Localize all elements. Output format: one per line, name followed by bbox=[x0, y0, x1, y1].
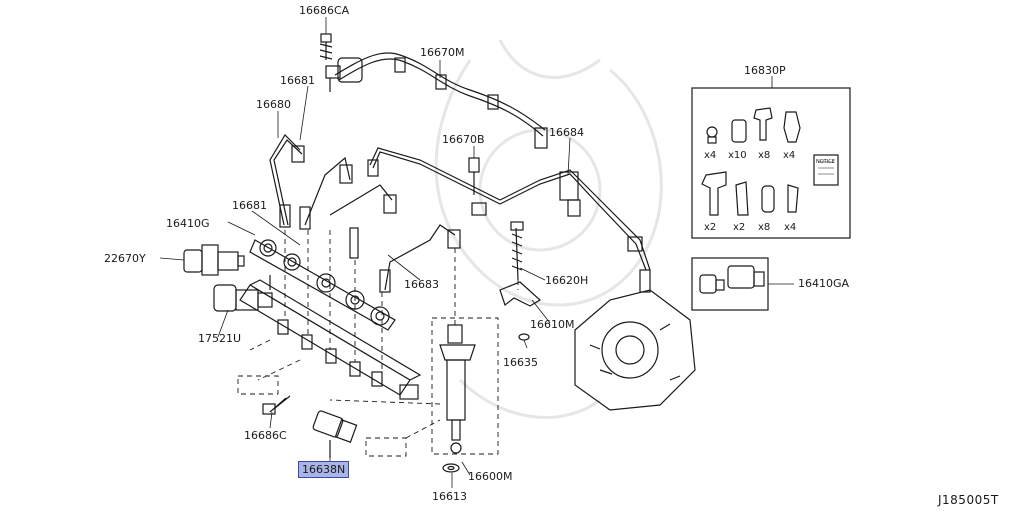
label-22670Y: 22670Y bbox=[104, 252, 146, 265]
o-ring-16635 bbox=[518, 333, 530, 341]
valve-17521U bbox=[213, 275, 273, 312]
wiring-harness-16670M bbox=[325, 52, 548, 149]
leader-lines bbox=[159, 17, 794, 488]
pipe-16680 bbox=[269, 134, 305, 228]
label-16410GA: 16410GA bbox=[798, 277, 850, 290]
pipe-16683 bbox=[379, 224, 461, 293]
clamp-16610M bbox=[499, 281, 542, 307]
label-16670M: 16670M bbox=[420, 46, 465, 59]
kit-box-16410GA bbox=[691, 257, 769, 311]
label-16681-top: 16681 bbox=[280, 74, 315, 87]
notice-card-text: NOTICE bbox=[816, 159, 835, 165]
qty-row2-1: x2 bbox=[704, 222, 717, 233]
qty-row2-2: x2 bbox=[733, 222, 746, 233]
label-16686C: 16686C bbox=[244, 429, 287, 442]
bolt-16686C bbox=[262, 395, 291, 415]
pipe-16681-top bbox=[299, 156, 353, 230]
qty-row1-4: x4 bbox=[783, 150, 796, 161]
diagram-reference-code: J185005T bbox=[938, 493, 999, 507]
label-16613: 16613 bbox=[432, 490, 467, 503]
qty-row2-4: x4 bbox=[784, 222, 797, 233]
label-16410G: 16410G bbox=[166, 217, 210, 230]
label-16684: 16684 bbox=[549, 126, 584, 139]
label-16620H: 16620H bbox=[545, 274, 589, 287]
kit-box-16830P bbox=[691, 87, 851, 239]
label-16600M: 16600M bbox=[468, 470, 513, 483]
label-16681-mid: 16681 bbox=[232, 199, 267, 212]
qty-row1-1: x4 bbox=[704, 150, 717, 161]
label-17521U: 17521U bbox=[198, 332, 242, 345]
label-16683: 16683 bbox=[404, 278, 439, 291]
qty-row1-3: x8 bbox=[758, 150, 771, 161]
pipe-16684 bbox=[367, 147, 651, 271]
watermark-logo bbox=[434, 39, 663, 419]
sensor-22670Y bbox=[183, 244, 245, 276]
label-16638N-highlighted[interactable]: 16638N bbox=[298, 461, 350, 478]
label-16635: 16635 bbox=[503, 356, 538, 369]
qty-row2-3: x8 bbox=[758, 222, 771, 233]
bolt-16620H bbox=[510, 221, 524, 281]
label-16830P: 16830P bbox=[744, 64, 786, 77]
fuel-pump bbox=[574, 269, 696, 411]
fuel-rail-16410G bbox=[239, 239, 422, 400]
dashed-guides bbox=[237, 230, 519, 457]
connector-16638N bbox=[312, 410, 358, 458]
injector-16600M bbox=[439, 324, 476, 454]
label-16680: 16680 bbox=[256, 98, 291, 111]
pipe-16681-mid bbox=[329, 184, 397, 259]
label-16670B: 16670B bbox=[442, 133, 485, 146]
label-16686CA: 16686CA bbox=[299, 4, 350, 17]
washer-16613 bbox=[442, 463, 460, 473]
label-16610M: 16610M bbox=[530, 318, 575, 331]
qty-row1-2: x10 bbox=[728, 150, 747, 161]
bolt-16686CA bbox=[319, 33, 333, 60]
